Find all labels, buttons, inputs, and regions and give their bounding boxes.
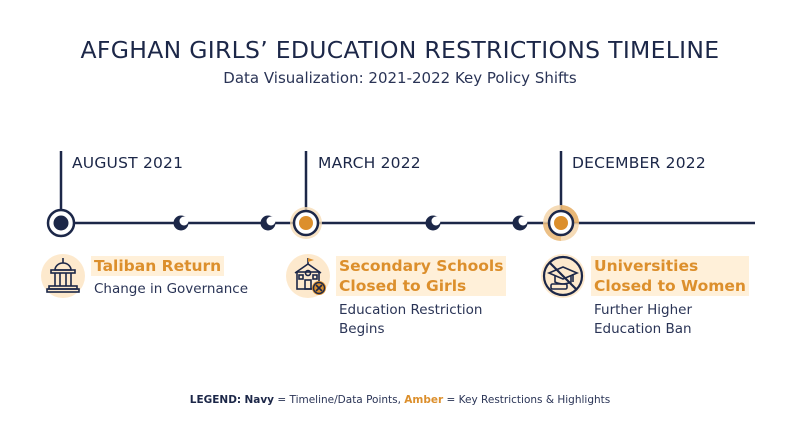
page-subtitle: Data Visualization: 2021-2022 Key Policy… [223,69,577,87]
graduation-banned-icon [541,254,585,298]
event-description-2: Education Restriction Begins [339,302,483,337]
legend-navy-text: = Timeline/Data Points, [274,394,405,406]
milestone-marker-2 [290,207,322,239]
event-date-2: MARCH 2022 [318,154,421,172]
school-closed-icon [286,254,330,298]
event-description-1: Change in Governance [94,281,249,297]
data-point-1 [173,215,189,231]
event-date-1: AUGUST 2021 [72,154,184,172]
legend-navy-label: Navy [244,394,275,406]
milestone-marker-1 [46,208,76,238]
milestone-marker-3 [543,205,579,241]
data-point-4 [512,215,528,231]
page-title: AFGHAN GIRLS’ EDUCATION RESTRICTIONS TIM… [80,36,720,64]
event-title-3: Universities Closed to Women [591,256,749,296]
government-building-icon [41,254,85,298]
event-date-3: DECEMBER 2022 [572,154,706,172]
data-point-3 [425,215,441,231]
event-title-1: Taliban Return [91,256,225,276]
legend-label: LEGEND: [189,394,242,406]
data-point-2 [260,215,276,231]
legend-amber-label: Amber [404,394,444,406]
legend: LEGEND: Navy = Timeline/Data Points, Amb… [0,394,800,406]
event-description-3: Further Higher Education Ban [594,302,693,337]
event-title-2: Secondary Schools Closed to Girls [336,256,507,296]
legend-amber-text: = Key Restrictions & Highlights [443,394,611,406]
